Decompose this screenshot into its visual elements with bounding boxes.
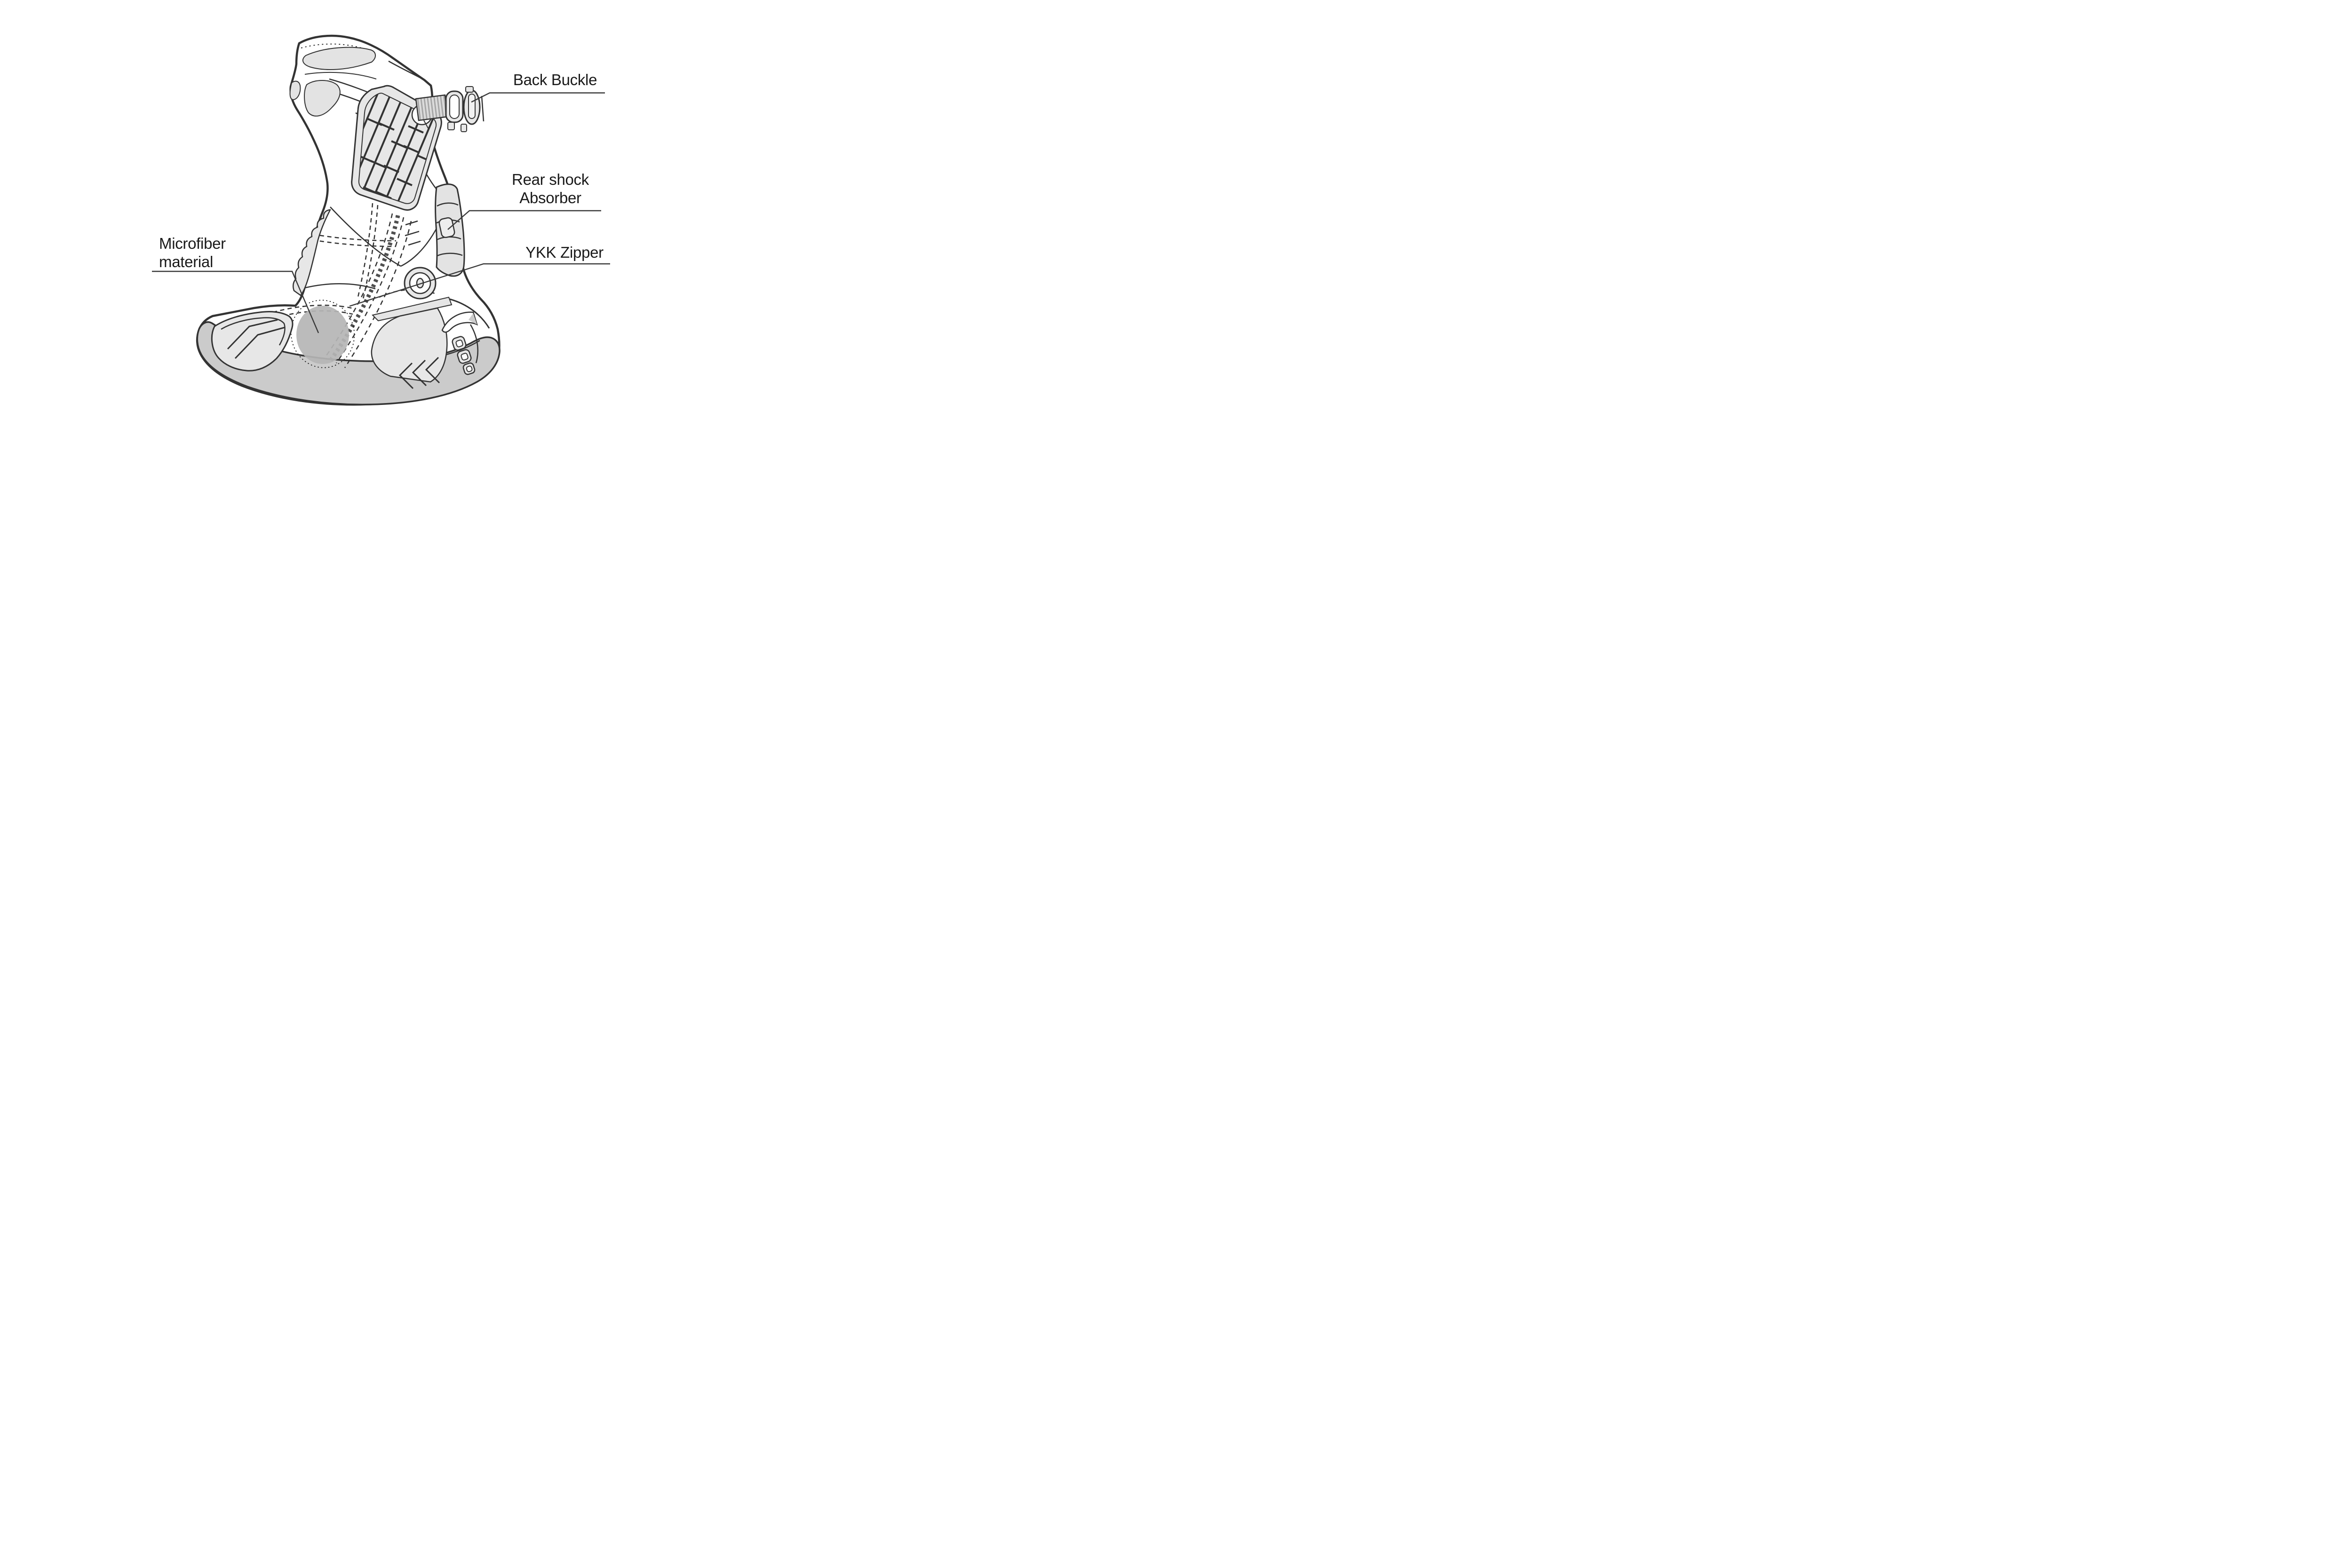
buckle-strap bbox=[415, 94, 449, 121]
label-ykk-zipper-text: YKK Zipper bbox=[525, 244, 604, 261]
boot-illustration bbox=[152, 34, 610, 406]
label-ykk-zipper: YKK Zipper bbox=[489, 243, 640, 261]
back-buckle-assembly bbox=[415, 86, 485, 132]
ankle-pivot bbox=[404, 267, 437, 300]
midsole-wedge bbox=[372, 296, 453, 322]
label-rear-shock-line1: Rear shock bbox=[512, 171, 589, 188]
label-microfiber-line1: Microfiber bbox=[159, 235, 226, 252]
back-buckle-callout-line bbox=[471, 92, 605, 103]
heel-panel bbox=[371, 307, 478, 389]
cuff-padding bbox=[289, 47, 376, 117]
label-microfiber-material: Microfiber material bbox=[159, 234, 310, 271]
label-microfiber-line2: material bbox=[159, 253, 213, 270]
microfiber-callout-line bbox=[152, 270, 319, 333]
rear-shock-callout-line bbox=[447, 210, 601, 230]
microfiber-zone bbox=[290, 300, 355, 368]
boot-feature-diagram: Back Buckle Rear shock Absorber YKK Zipp… bbox=[0, 0, 738, 421]
shin-plate-grid bbox=[358, 93, 437, 204]
label-rear-shock-absorber: Rear shock Absorber bbox=[475, 170, 626, 207]
heel-horn bbox=[441, 311, 478, 333]
rear-shock-absorber bbox=[405, 183, 465, 277]
heel-chevrons bbox=[398, 356, 440, 389]
label-rear-shock-line2: Absorber bbox=[519, 189, 581, 206]
ykk-zipper-callout-line bbox=[349, 263, 610, 307]
label-back-buckle: Back Buckle bbox=[480, 71, 630, 89]
heel-buttons bbox=[452, 336, 476, 375]
label-back-buckle-text: Back Buckle bbox=[513, 71, 597, 88]
toe-cap bbox=[211, 311, 294, 372]
accordion-flex-panel bbox=[292, 209, 331, 296]
